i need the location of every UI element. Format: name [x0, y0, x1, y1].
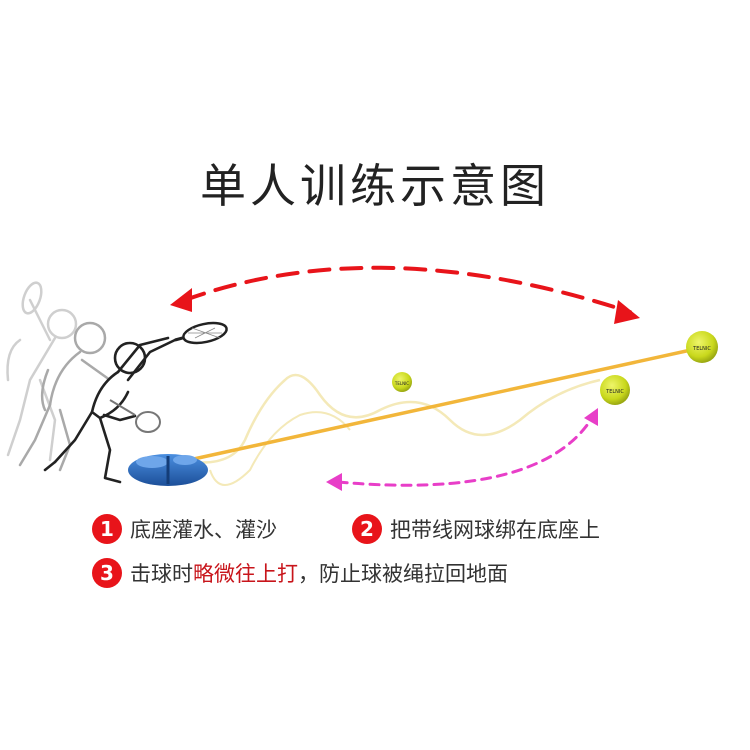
step-2-text: 把带线网球绑在底座上 [390, 514, 600, 544]
step-3-text-before: 击球时 [130, 558, 193, 588]
svg-text:TELNIC: TELNIC [394, 381, 409, 386]
arrowhead-right-icon [614, 300, 640, 324]
tennis-ball-2: TELNIC [600, 375, 630, 405]
tennis-ball-3: TELNIC [686, 331, 718, 363]
string-wavy-2 [210, 412, 350, 485]
rebound-base [128, 454, 208, 486]
string-taut [180, 348, 700, 462]
arrowhead-left-icon [326, 473, 342, 491]
step-2: 2 把带线网球绑在底座上 [352, 514, 600, 544]
tennis-ball-1: TELNIC [392, 372, 412, 392]
red-dashed-arrow [170, 268, 640, 324]
step-3-text-after: ，防止球被绳拉回地面 [298, 558, 508, 588]
step-3-number: 3 [92, 558, 122, 588]
step-1-text: 底座灌水、灌沙 [130, 514, 277, 544]
step-3: 3 击球时略微往上打，防止球被绳拉回地面 [92, 558, 508, 588]
step-3-text-highlight: 略微往上打 [193, 558, 298, 588]
step-2-number: 2 [352, 514, 382, 544]
arrowhead-up-icon [584, 408, 598, 426]
step-1-number: 1 [92, 514, 122, 544]
arrowhead-left-icon [170, 288, 192, 312]
step-1: 1 底座灌水、灌沙 [92, 514, 277, 544]
racket-main [175, 320, 228, 347]
svg-text:TELNIC: TELNIC [692, 346, 711, 352]
svg-text:TELNIC: TELNIC [605, 389, 624, 395]
